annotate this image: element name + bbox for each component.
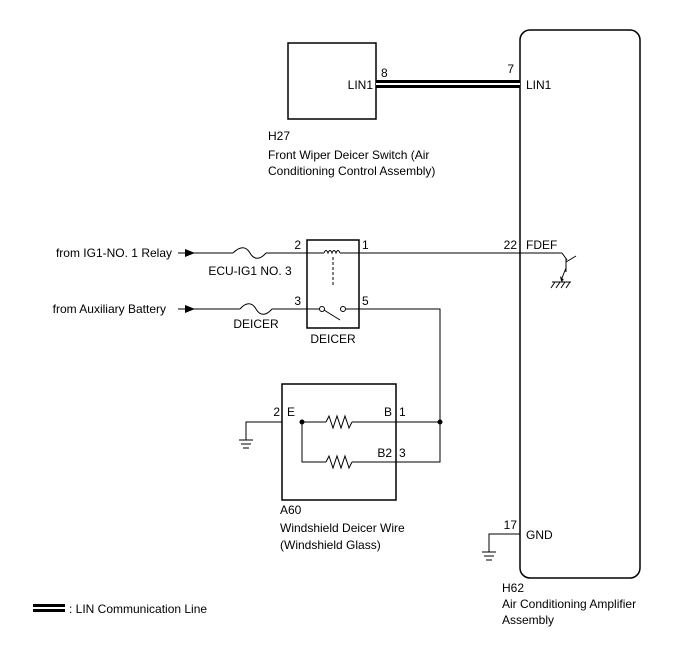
switch-name-line1: Front Wiper Deicer Switch (Air bbox=[268, 148, 429, 162]
fuse-deicer-symbol bbox=[239, 303, 273, 315]
wire-pin-b2-number: 3 bbox=[399, 446, 406, 460]
amp-pin-gnd-number: 17 bbox=[504, 518, 518, 532]
source-battery-label: from Auxiliary Battery bbox=[53, 302, 166, 316]
relay-pin-3: 3 bbox=[294, 294, 301, 308]
wire-pin-e-number: 2 bbox=[273, 405, 280, 419]
relay-contact-icon bbox=[323, 309, 341, 321]
amp-pin-gnd-label: GND bbox=[526, 528, 553, 542]
fuse-deicer-label: DEICER bbox=[233, 317, 279, 331]
relay-pin-1: 1 bbox=[362, 238, 369, 252]
lin-communication-line bbox=[376, 80, 520, 88]
relay-pin-5: 5 bbox=[362, 294, 369, 308]
switch-pin-label: LIN1 bbox=[348, 78, 374, 92]
switch-name-line2: Conditioning Control Assembly) bbox=[268, 164, 435, 178]
fuse-ecu-ig1-label: ECU-IG1 NO. 3 bbox=[208, 264, 292, 278]
amplifier-box bbox=[519, 29, 641, 579]
relay-coil-icon bbox=[323, 250, 341, 255]
legend-swatch bbox=[33, 604, 65, 612]
amp-pin-lin1-label: LIN1 bbox=[526, 78, 552, 92]
relay-name: DEICER bbox=[310, 332, 356, 346]
resistor-b-icon bbox=[325, 414, 353, 430]
relay-pin-2: 2 bbox=[294, 238, 301, 252]
wire-pin-b-label: B bbox=[384, 405, 392, 419]
resistor-b2-icon bbox=[325, 454, 353, 470]
amplifier-name-line1: Air Conditioning Amplifier bbox=[502, 597, 636, 611]
ground-icon bbox=[239, 439, 253, 449]
legend-text: : LIN Communication Line bbox=[69, 602, 207, 616]
amplifier-code: H62 bbox=[502, 581, 524, 595]
gnd-wire bbox=[488, 533, 520, 552]
switch-code: H27 bbox=[268, 129, 290, 143]
fuse-ecu-ig1-symbol bbox=[232, 247, 267, 259]
source-ig1-label: from IG1-NO. 1 Relay bbox=[56, 246, 172, 260]
wire-code: A60 bbox=[280, 503, 302, 517]
ground-icon bbox=[482, 551, 496, 561]
transistor-icon bbox=[520, 252, 577, 289]
wire-name-line2: (Windshield Glass) bbox=[280, 538, 381, 552]
wire-pin-b-number: 1 bbox=[399, 405, 406, 419]
amp-pin-fdef-number: 22 bbox=[504, 238, 518, 252]
amplifier-name-line2: Assembly bbox=[502, 613, 554, 627]
switch-pin-number: 8 bbox=[381, 66, 388, 80]
wire-pin-b2-label: B2 bbox=[377, 446, 392, 460]
amp-pin-lin1-number: 7 bbox=[507, 62, 514, 76]
switch-box bbox=[287, 42, 377, 120]
deicer-power-wire bbox=[359, 308, 441, 422]
wire-pin-e-label: E bbox=[287, 405, 295, 419]
amp-pin-fdef-label: FDEF bbox=[526, 238, 557, 252]
wire-box bbox=[281, 383, 397, 501]
wire-name-line1: Windshield Deicer Wire bbox=[280, 521, 405, 535]
